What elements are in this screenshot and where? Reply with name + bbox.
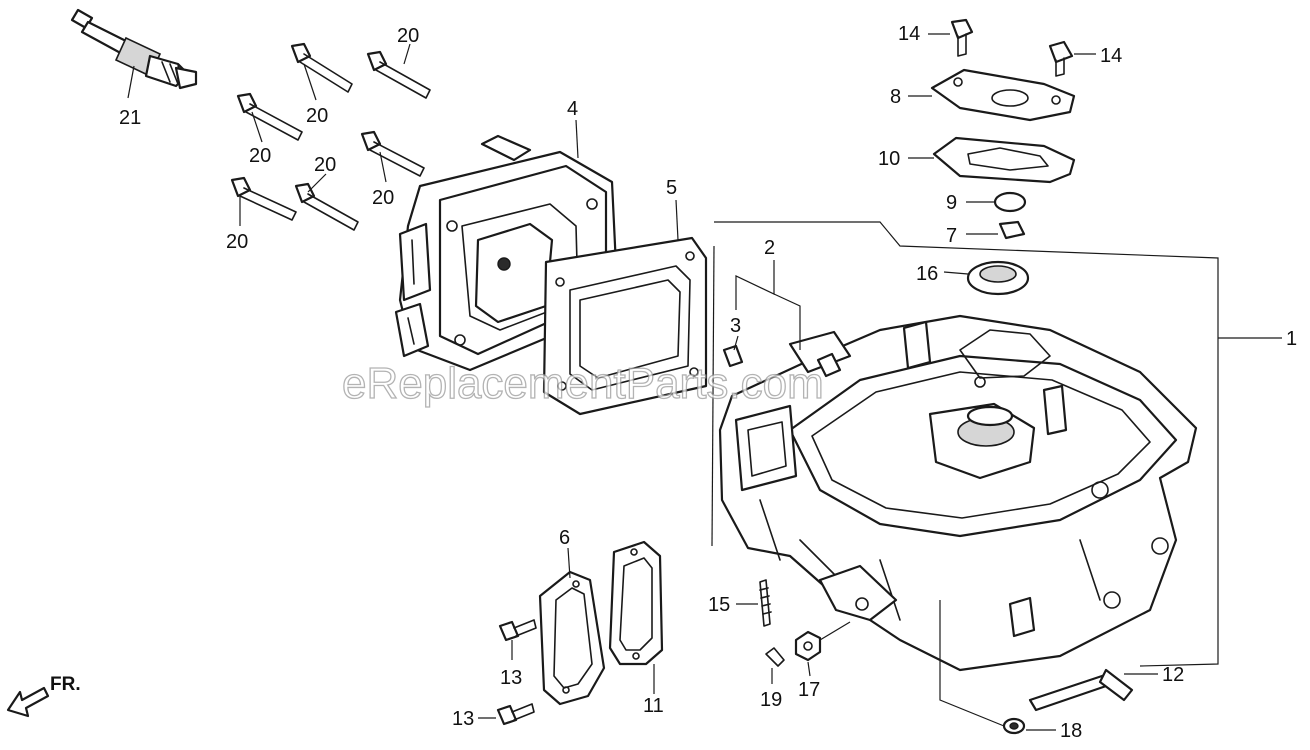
callout-18: 18 (1060, 720, 1082, 742)
callout-12: 12 (1162, 664, 1184, 686)
bolt-20-b (366, 50, 431, 99)
callout-2: 2 (764, 237, 775, 259)
spark-plug-part (70, 8, 198, 90)
bolt-20-a (290, 42, 353, 93)
callout-19: 19 (760, 689, 782, 711)
callout-20-right-mid: 20 (372, 187, 394, 209)
front-direction-label: FR. (50, 674, 81, 695)
callout-8: 8 (890, 86, 901, 108)
watermark-text: eReplacementParts.com (342, 359, 824, 408)
callout-3: 3 (730, 315, 741, 337)
callout-20-left-mid: 20 (249, 145, 271, 167)
cylinder-head-bolts (230, 42, 431, 231)
callout-13-lower: 13 (452, 708, 474, 730)
bolt-14-b (1048, 40, 1074, 77)
callout-21: 21 (119, 107, 141, 129)
callout-20-center: 20 (314, 154, 336, 176)
intake-gasket-6-part (538, 570, 606, 706)
stud-15-part (759, 579, 772, 627)
bolt-20-e (230, 176, 297, 221)
insulator-11-part (608, 540, 664, 666)
cover-bolts (950, 18, 1074, 77)
cap-9-part (993, 191, 1027, 213)
callout-4: 4 (567, 98, 578, 120)
oil-seal-part (966, 260, 1030, 296)
bolt-13-a (498, 619, 537, 642)
callout-7: 7 (946, 225, 957, 247)
callout-17: 17 (798, 679, 820, 701)
cylinder-block-part (718, 314, 1198, 672)
callout-1: 1 (1286, 328, 1297, 350)
rod-12-part (1028, 668, 1134, 712)
front-direction-arrow: FR. (6, 674, 81, 718)
callout-15: 15 (708, 594, 730, 616)
callout-6: 6 (559, 527, 570, 549)
callout-10: 10 (878, 148, 900, 170)
bolt-20-f (294, 182, 359, 231)
callout-13-upper: 13 (500, 667, 522, 689)
bolt-14-a (950, 18, 974, 57)
cover-plate-part (930, 68, 1076, 122)
key-7-part (998, 220, 1026, 240)
callout-11: 11 (643, 695, 664, 717)
bolt-20-d (360, 130, 425, 177)
callout-20-bottom: 20 (226, 231, 248, 253)
nut-17-part (794, 630, 822, 662)
callout-16: 16 (916, 263, 938, 285)
cover-gasket-part (932, 136, 1076, 184)
callout-14-right: 14 (1100, 45, 1122, 67)
callout-20-upper-mid: 20 (306, 105, 328, 127)
bolt-13-b (496, 703, 535, 726)
clip-19-part (765, 647, 785, 667)
dowel-pin-part (722, 344, 842, 378)
callout-20-top: 20 (397, 25, 419, 47)
callout-9: 9 (946, 192, 957, 214)
callout-5: 5 (666, 177, 677, 199)
bolt-20-c (236, 92, 303, 141)
callout-14-left: 14 (898, 23, 920, 45)
head-gasket-part (542, 236, 708, 416)
washer-18-part (1002, 717, 1026, 735)
intake-bolts (496, 619, 537, 726)
